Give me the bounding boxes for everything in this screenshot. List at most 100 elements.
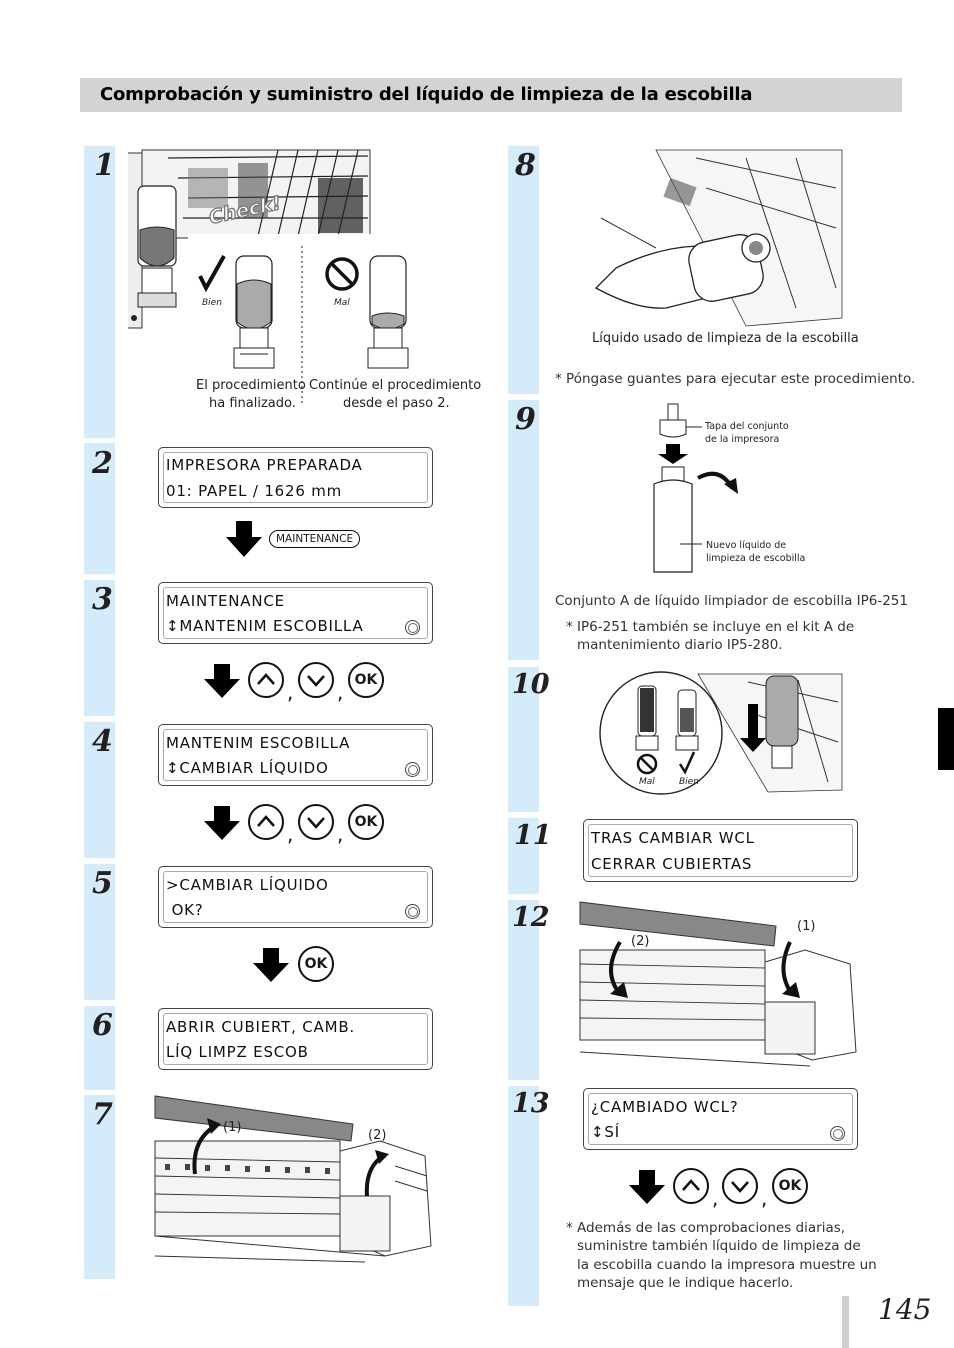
step-number-5: 5 <box>92 866 113 901</box>
separator: , <box>761 1186 768 1210</box>
step-number-8: 8 <box>515 148 536 183</box>
ok-button[interactable]: OK <box>772 1168 808 1204</box>
step-band-4 <box>84 722 115 858</box>
step1-caption-right-2: desde el paso 2. <box>343 396 450 411</box>
chevron-up-icon <box>257 815 275 827</box>
lcd-line-1: MAINTENANCE <box>166 592 285 610</box>
step-number-4: 4 <box>92 724 113 759</box>
divider-line <box>301 246 303 406</box>
ok-button[interactable]: OK <box>298 946 334 982</box>
step-number-13: 13 <box>512 1088 550 1119</box>
step8-caption: Líquido usado de limpieza de la escobill… <box>592 331 859 346</box>
lcd-line-1: IMPRESORA PREPARADA <box>166 456 363 474</box>
step-band-1 <box>84 146 115 438</box>
step9-note-1: * IP6-251 también se incluye en el kit A… <box>566 619 855 635</box>
step7-printer-open-illustration <box>154 1095 432 1263</box>
lcd-line-2: ↕CAMBIAR LÍQUIDO <box>166 759 329 777</box>
mal-label: Mal <box>639 777 655 787</box>
lcd-line-2: 01: PAPEL / 1626 mm <box>166 482 343 500</box>
step9-bottle-cap-illustration <box>653 403 738 573</box>
step-number-1: 1 <box>94 148 115 183</box>
step-number-2: 2 <box>92 446 113 481</box>
lcd-display-step11: TRAS CAMBIAR WCL CERRAR CUBIERTAS <box>583 819 858 882</box>
lcd-line-2: ↕MANTENIM ESCOBILLA <box>166 617 364 635</box>
down-button[interactable] <box>298 804 334 840</box>
down-arrow-icon <box>226 521 262 557</box>
page-number-rule <box>842 1296 849 1348</box>
separator: , <box>287 822 294 846</box>
up-button[interactable] <box>673 1168 709 1204</box>
step8-note: * Póngase guantes para ejecutar este pro… <box>555 371 916 387</box>
chevron-up-icon <box>257 673 275 685</box>
dial-icon <box>830 1126 845 1141</box>
up-button[interactable] <box>248 804 284 840</box>
bien-label: Bien <box>202 298 222 308</box>
lcd-line-2: OK? <box>166 901 204 919</box>
step1-printer-illustration: Check! <box>128 149 373 330</box>
dial-icon <box>405 904 420 919</box>
step13-note-2: suministre también líquido de limpieza d… <box>577 1238 861 1254</box>
bad-bottle-icon <box>325 255 409 369</box>
step-band-5 <box>84 864 115 1000</box>
step-number-12: 12 <box>512 902 550 933</box>
step13-note-1: * Además de las comprobaciones diarias, <box>566 1220 846 1236</box>
lcd-line-1: ABRIR CUBIERT, CAMB. <box>166 1018 355 1036</box>
step12-label-2: (2) <box>631 934 650 949</box>
lcd-display-step13: ¿CAMBIADO WCL? ↕SÍ <box>583 1088 858 1150</box>
step-number-10: 10 <box>512 669 550 700</box>
step-band-3 <box>84 580 115 716</box>
lcd-line-1: >CAMBIAR LÍQUIDO <box>166 876 329 894</box>
step-number-7: 7 <box>92 1097 113 1132</box>
step1-caption-right-1: Continúe el procedimiento <box>309 378 482 393</box>
step-number-9: 9 <box>515 402 536 437</box>
step8-remove-bottle-illustration <box>594 149 843 327</box>
chevron-down-icon <box>307 817 325 829</box>
step12-label-1: (1) <box>797 919 816 934</box>
step7-label-2: (2) <box>368 1128 387 1143</box>
down-button[interactable] <box>722 1168 758 1204</box>
ok-button[interactable]: OK <box>348 662 384 698</box>
down-arrow-icon <box>204 664 240 698</box>
step-number-11: 11 <box>514 820 552 851</box>
lcd-line-1: TRAS CAMBIAR WCL <box>591 829 755 847</box>
step1-caption-left-1: El procedimiento <box>196 378 306 393</box>
bottle-label-2: limpieza de escobilla <box>706 553 806 564</box>
step-band-12 <box>508 900 539 1080</box>
step-band-8 <box>508 146 539 394</box>
step-band-2 <box>84 443 115 574</box>
lcd-line-1: ¿CAMBIADO WCL? <box>591 1098 739 1116</box>
dial-icon <box>405 762 420 777</box>
step12-printer-close-illustration <box>579 901 857 1067</box>
lcd-display-step3: MAINTENANCE ↕MANTENIM ESCOBILLA <box>158 582 433 644</box>
chevron-down-icon <box>307 675 325 687</box>
page-number: 145 <box>878 1293 932 1326</box>
down-arrow-icon <box>253 948 289 982</box>
lcd-display-step4: MANTENIM ESCOBILLA ↕CAMBIAR LÍQUIDO <box>158 724 433 786</box>
step-band-9 <box>508 400 539 660</box>
ok-button[interactable]: OK <box>348 804 384 840</box>
cap-label-1: Tapa del conjunto <box>705 421 789 432</box>
lcd-display-step2: IMPRESORA PREPARADA 01: PAPEL / 1626 mm <box>158 447 433 508</box>
lcd-line-2: ↕SÍ <box>591 1123 620 1141</box>
lcd-line-1: MANTENIM ESCOBILLA <box>166 734 351 752</box>
separator: , <box>712 1186 719 1210</box>
up-button[interactable] <box>248 662 284 698</box>
down-button[interactable] <box>298 662 334 698</box>
chevron-down-icon <box>731 1181 749 1193</box>
mal-label: Mal <box>334 298 350 308</box>
good-bottle-icon <box>198 255 275 369</box>
maintenance-key-button[interactable]: MAINTENANCE <box>269 530 361 548</box>
step7-label-1: (1) <box>223 1120 242 1135</box>
section-title-bar: Comprobación y suministro del líquido de… <box>80 78 902 112</box>
step-number-3: 3 <box>92 582 113 617</box>
chapter-tab <box>938 708 954 770</box>
down-arrow-icon <box>629 1170 665 1204</box>
chevron-up-icon <box>682 1179 700 1191</box>
bien-label: Bien <box>679 777 699 787</box>
step13-note-4: mensaje que le indique hacerlo. <box>577 1275 794 1291</box>
cap-label-2: de la impresora <box>705 434 780 445</box>
lcd-line-2: CERRAR CUBIERTAS <box>591 855 753 873</box>
step10-bottle-check-illustration <box>599 671 843 795</box>
bottle-label-1: Nuevo líquido de <box>706 540 787 551</box>
lcd-display-step6: ABRIR CUBIERT, CAMB. LÍQ LIMPZ ESCOB <box>158 1008 433 1070</box>
